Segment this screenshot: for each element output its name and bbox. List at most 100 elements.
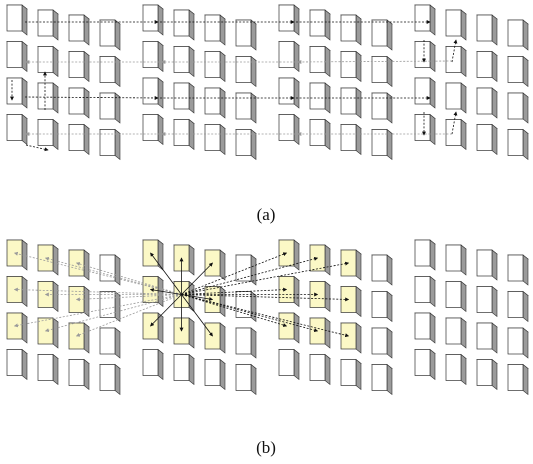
tile (278, 312, 300, 344)
tile (476, 87, 498, 119)
neighbor-arrow (75, 294, 182, 337)
tile (142, 4, 164, 36)
tile (507, 254, 529, 286)
tile (142, 113, 164, 146)
tile (68, 285, 90, 318)
tile (507, 55, 529, 88)
tile (371, 128, 393, 161)
tile (235, 327, 257, 359)
tile (6, 275, 28, 308)
tile (99, 254, 121, 286)
neighbor-arrow (149, 288, 182, 295)
tile (371, 19, 393, 51)
neighbor-arrow (181, 287, 288, 295)
tile (235, 92, 257, 124)
tile (340, 50, 362, 83)
panel-a (6, 4, 529, 161)
tile (6, 40, 28, 73)
neighbor-arrow (150, 252, 182, 295)
tile (99, 19, 121, 51)
tile (68, 322, 90, 354)
tile (340, 14, 362, 46)
tile (476, 322, 498, 354)
tile (414, 275, 436, 308)
neighbor-arrow (181, 261, 350, 295)
tile (235, 290, 257, 323)
tile (445, 244, 467, 276)
tile (235, 55, 257, 88)
tile (414, 113, 436, 146)
tile (173, 45, 195, 78)
tile (445, 82, 467, 114)
tile (235, 128, 257, 161)
tile (204, 87, 226, 119)
tile (507, 290, 529, 323)
tile (371, 55, 393, 88)
tile (142, 40, 164, 73)
tile (278, 113, 300, 146)
tile (476, 14, 498, 46)
neighbor-arrow (13, 287, 182, 295)
tile (37, 82, 59, 114)
tile (476, 285, 498, 318)
tile (309, 45, 331, 78)
tile (204, 322, 226, 354)
tile (445, 280, 467, 313)
tile (309, 9, 331, 41)
tile (414, 4, 436, 36)
caption-a: (a) (256, 205, 276, 224)
neighbor-arrow (181, 294, 319, 333)
caption-b: (b) (256, 438, 276, 457)
tile (142, 348, 164, 381)
tile (37, 9, 59, 41)
tile (309, 244, 331, 276)
tile (173, 353, 195, 386)
tile (371, 92, 393, 124)
tile (340, 87, 362, 119)
neighbor-arrow (181, 256, 319, 295)
tile (99, 128, 121, 161)
tile (278, 4, 300, 36)
tile (6, 4, 28, 36)
tile (99, 92, 121, 124)
tile (278, 239, 300, 271)
neighbor-arrow (150, 294, 182, 327)
tile (99, 55, 121, 88)
tile (340, 285, 362, 318)
tile (340, 249, 362, 281)
neighbor-arrow (181, 294, 213, 337)
neighbor-arrow (181, 262, 213, 295)
tile (142, 312, 164, 344)
neighbor-arrow (44, 294, 182, 333)
tile (507, 327, 529, 359)
tile (6, 312, 28, 344)
neighbor-arrow (181, 294, 288, 327)
tile (507, 363, 529, 396)
traversal-arrows (10, 20, 458, 152)
tile (445, 118, 467, 151)
tile (6, 348, 28, 381)
tile (37, 244, 59, 276)
tile (6, 77, 28, 109)
arrow (297, 59, 453, 64)
tile (142, 77, 164, 109)
tile (445, 45, 467, 78)
arrow (451, 39, 458, 63)
neighbor-arrow (44, 256, 182, 295)
tile (371, 327, 393, 359)
tile (507, 92, 529, 124)
tile (445, 9, 467, 41)
arrow (25, 144, 49, 152)
tile (68, 358, 90, 391)
tile (278, 348, 300, 381)
tile (476, 249, 498, 281)
tile (68, 50, 90, 83)
tile (68, 14, 90, 46)
tile (6, 113, 28, 146)
tile (507, 128, 529, 161)
tile (37, 45, 59, 78)
tile (278, 275, 300, 308)
neighbor-arrow (75, 262, 182, 295)
tile (173, 9, 195, 41)
